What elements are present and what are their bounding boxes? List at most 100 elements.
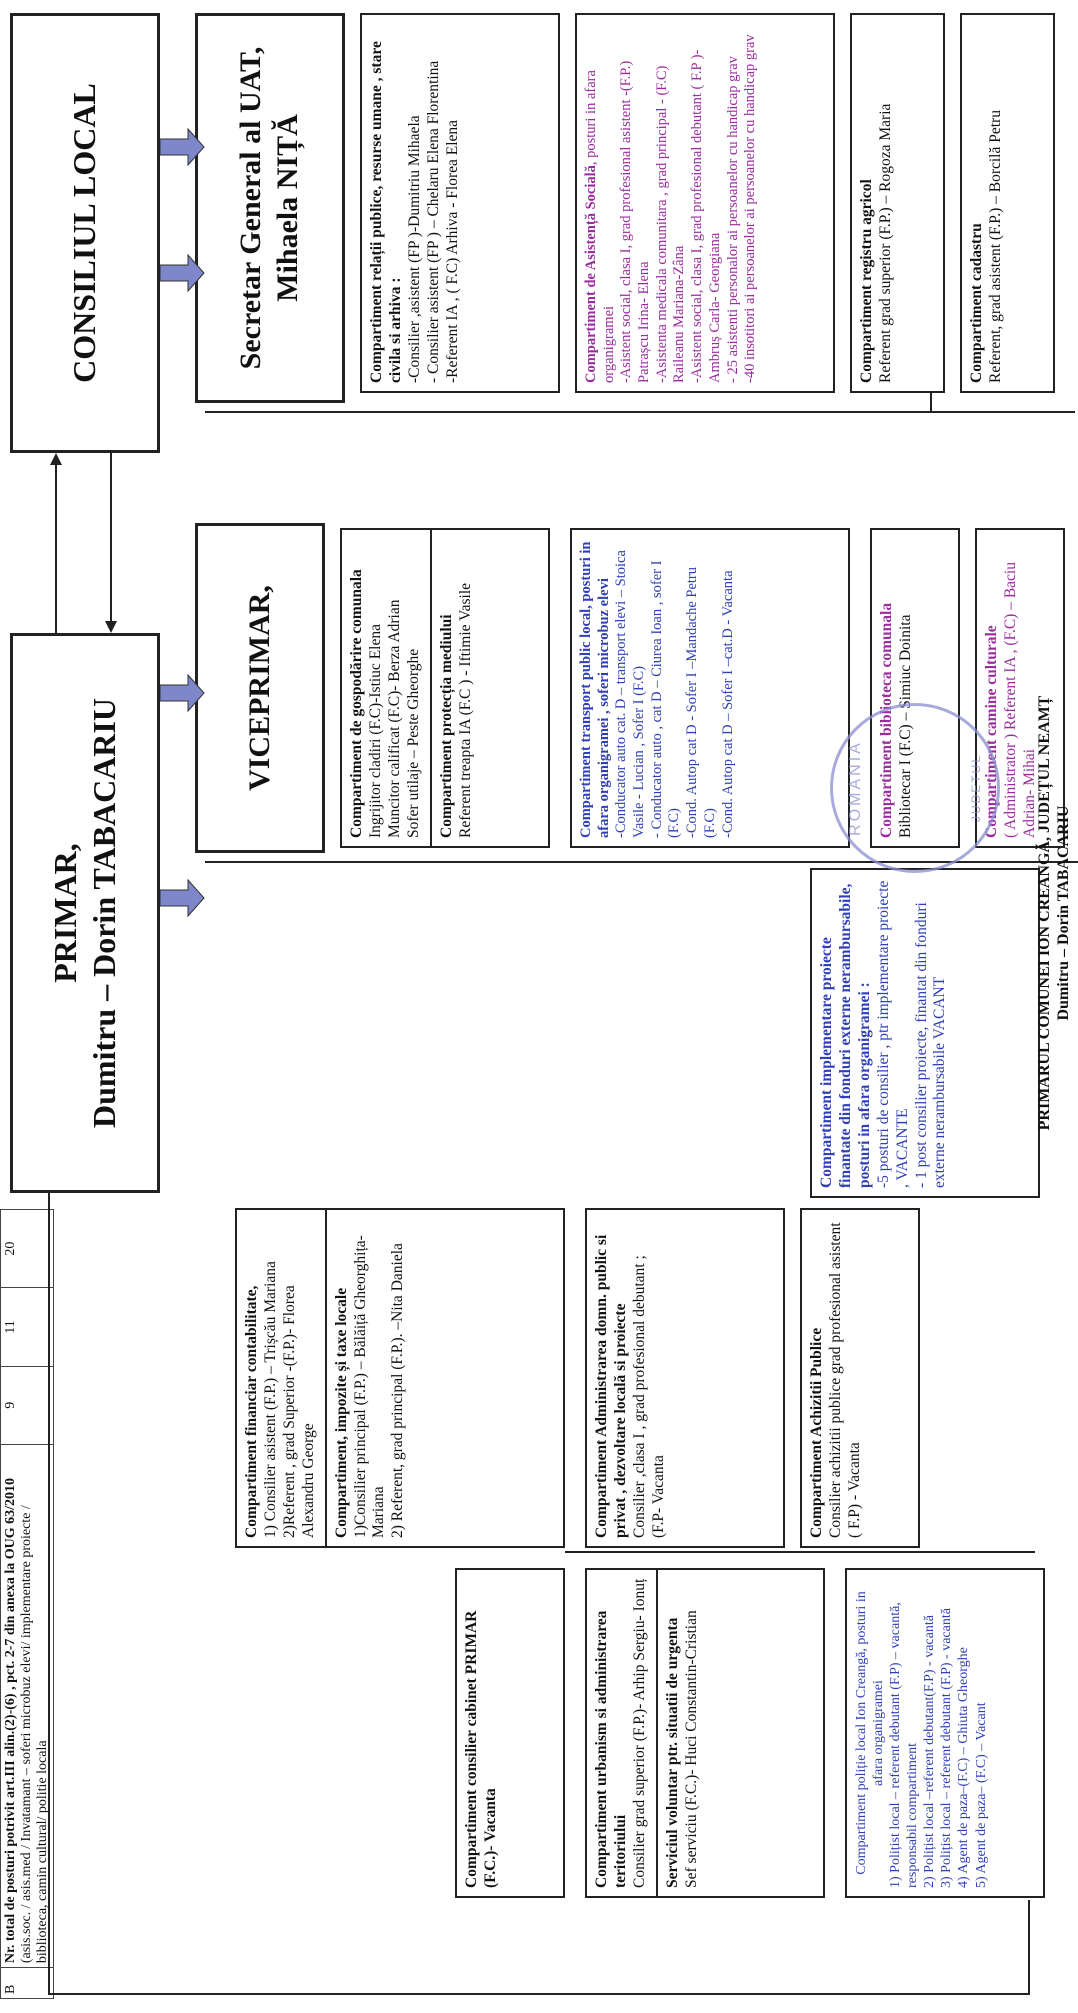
financiar-title: Compartiment financiar contabilitate, xyxy=(243,1285,260,1538)
transport-item: -Conducator auto cat. D – transport elev… xyxy=(613,550,648,838)
fonduri-title: Compartiment implementare proiecte finan… xyxy=(818,883,873,1188)
voluntar-title: Serviciul voluntar ptr. situatii de urge… xyxy=(663,1617,681,1888)
administrarea-title: Compartiment Administrarea domn. public … xyxy=(593,1234,629,1538)
footer-line-1: PRIMARUL COMUNEI ION CREANGĂ, JUDEȚUL NE… xyxy=(1036,695,1053,1131)
asistenta-box: Compartiment de Asistență Socială, postu… xyxy=(575,13,835,393)
cabinet-title: Compartiment consilier cabinet PRIMAR (F… xyxy=(463,1610,499,1888)
table-description-bold: Nr. total de posturi potrivit art.III al… xyxy=(3,1477,18,1964)
urbanism-divider xyxy=(655,1570,658,1896)
transport-item: - Conducator auto , cat D – Ciurea Ioan … xyxy=(648,560,683,838)
gospodarire-item: Muncitor calificat (F.C)- Berza Adrian xyxy=(385,599,403,839)
relatii-item: -Referent IA , ( F.C) Arhiva - Florea El… xyxy=(443,119,461,383)
financiar-box: Compartiment financiar contabilitate, 1)… xyxy=(235,1208,565,1548)
table-description-normal: (asis.soc. / asis.med / Invatamant – sof… xyxy=(19,1505,50,1964)
politie-title: Compartiment poliție local Ion Creangă, … xyxy=(854,1591,887,1875)
connector-financiar xyxy=(565,1551,1035,1553)
transport-item: -Cond. Autop cat D – Sofer I –cat.D - Va… xyxy=(719,570,736,838)
achizitii-box: Compartiment Achizitii Publice Consilier… xyxy=(800,1208,920,1548)
connector-primar-consiliu-top xyxy=(55,465,57,633)
transport-title: Compartiment transport public local, pos… xyxy=(578,541,612,838)
relatii-item: - Consilier asistent (FP ) – Chelaru Ele… xyxy=(424,60,442,383)
politie-item: 5) Agent de paza– (F.C) – Vacant xyxy=(973,1702,989,1888)
connector-secretar-spine xyxy=(205,411,1075,413)
politie-item: 2) Polițist local –referent debutant(F.P… xyxy=(922,1615,938,1888)
connector-primar-consiliu-bottom xyxy=(110,453,112,621)
impozite-item: 1)Consilier principal (F.P.) – Bălăiță G… xyxy=(351,1235,388,1538)
relatii-item: -Consilier ,asistent (FP )-Dumitriu Miha… xyxy=(405,115,423,383)
urbanism-body: Consilier grad superior (F.P.)- Arhip Se… xyxy=(630,1578,648,1888)
secretar-title: Secretar General al UAT, xyxy=(234,46,268,370)
registru-title: Compartiment registru agricol xyxy=(858,179,875,383)
voluntar-body: Sef serviciu (F.C.)- Huci Constantin-Cri… xyxy=(682,1610,700,1888)
achizitii-body: Consilier achizitii publice grad profesi… xyxy=(826,1222,863,1538)
primar-title: PRIMAR, xyxy=(46,843,83,983)
table-value-2: 11 xyxy=(0,1287,54,1367)
mediu-title: Compartiment protecția mediului xyxy=(437,614,455,838)
asistenta-item: -Asistent social, clasa I, grad profesio… xyxy=(689,49,723,383)
secretar-name: Mihaela NIȚĂ xyxy=(271,114,304,302)
stamp-text-bottom: JUDETUL xyxy=(969,754,983,823)
footer-line-2: Dumitru – Dorin TABACARIU xyxy=(1055,805,1073,1021)
asistenta-item: - 25 asistenti personalor ai persoanelor… xyxy=(724,56,741,383)
financiar-divider xyxy=(324,1210,327,1546)
gospodarire-divider xyxy=(429,530,432,846)
cabinet-box: Compartiment consilier cabinet PRIMAR (F… xyxy=(455,1568,565,1898)
politie-item: 3) Polițist local – referent debutant (F… xyxy=(939,1608,955,1888)
stamp-text-top: ROMANIA xyxy=(847,740,864,836)
fat-arrow-primar-down xyxy=(160,878,205,918)
cadastru-title: Compartiment cadastru xyxy=(968,223,985,383)
table-row-label: B xyxy=(0,1967,54,1999)
viceprimar-title: VICEPRIMAR, xyxy=(242,585,276,791)
administrarea-box: Compartiment Administrarea domn. public … xyxy=(585,1208,785,1548)
achizitii-title: Compartiment Achizitii Publice xyxy=(808,1327,825,1538)
consiliu-local-title: CONSILIUL LOCAL xyxy=(66,83,103,383)
arrow-to-consiliu xyxy=(50,453,62,465)
financiar-item: 1) Consilier asistent (F.P.) – Trișcău M… xyxy=(261,1261,279,1538)
gospodarire-title: Compartiment de gospodărire comunala xyxy=(348,569,365,838)
financiar-item: 2)Referent , grad Superior -(F.P.)- Flor… xyxy=(280,1285,317,1538)
transport-box: Compartiment transport public local, pos… xyxy=(570,528,850,848)
politie-item: 4) Agent de paza–(F.C) – Ghiuta Gheorghe xyxy=(956,1647,972,1888)
impozite-item: 2) Referent, grad principal (F.P.). –Nit… xyxy=(389,1243,407,1538)
asistenta-item: -40 insotitori ai persoanelor ai persoan… xyxy=(742,34,759,383)
secretar-box: Secretar General al UAT, Mihaela NIȚĂ xyxy=(195,13,345,403)
relatii-title: Compartiment relații publice, resurse um… xyxy=(368,41,404,383)
impozite-title: Compartiment, impozite și taxe locale xyxy=(332,1287,350,1538)
footer-signature: PRIMARUL COMUNEI ION CREANGĂ, JUDEȚUL NE… xyxy=(1035,513,1073,1313)
administrarea-body: Consilier ,clasa I , grad profesional de… xyxy=(630,1255,648,1538)
fonduri-box: Compartiment implementare proiecte finan… xyxy=(810,868,1040,1198)
primar-box: PRIMAR, Dumitru – Dorin TABACARIU xyxy=(10,633,160,1193)
asistenta-item: -Asistenta medicala comunitara , grad pr… xyxy=(653,65,688,383)
cadastru-body: Referent, grad asistent (F.P.) – Borcilă… xyxy=(986,110,1004,383)
viceprimar-box: VICEPRIMAR, xyxy=(195,523,325,853)
politie-box: Compartiment poliție local Ion Creangă, … xyxy=(845,1568,1045,1898)
primar-name: Dumitru – Dorin TABACARIU xyxy=(86,698,122,1128)
asistenta-item: -Asistent social, clasa I, grad profesio… xyxy=(618,60,653,383)
registru-body: Referent grad superior (F.P.) – Rogoza M… xyxy=(876,103,894,383)
gospodarire-item: Ingrijitor cladiri (F.C)-Istiuc Elena xyxy=(366,624,384,838)
consiliu-local-box: CONSILIUL LOCAL xyxy=(10,13,160,453)
relatii-box: Compartiment relații publice, resurse um… xyxy=(360,13,560,393)
fat-arrow-viceprimar xyxy=(160,673,205,713)
fat-arrow-secretar xyxy=(160,253,205,293)
mediu-body: Referent treapta IA (F.C ) - Iftimie Vas… xyxy=(456,582,474,838)
registru-box: Compartiment registru agricol Referent g… xyxy=(850,13,945,393)
fonduri-item: -5 posturi de consilier , ptr implementa… xyxy=(874,880,911,1188)
connector-left-bottom xyxy=(1028,1900,1030,1995)
arrow-to-primar xyxy=(105,621,117,633)
connector-left-spine xyxy=(48,1993,1028,1995)
connector-left-top xyxy=(48,1193,50,1995)
table-value-3: 20 xyxy=(0,1209,54,1288)
asistenta-title: Compartiment de Asistență Socială xyxy=(583,165,599,383)
posts-count-table: B Nr. total de posturi potrivit art.III … xyxy=(0,1199,54,1999)
gospodarire-item: Sofer utilaje – Peste Gheorghe xyxy=(404,648,422,838)
fat-arrow-consiliu-secretar xyxy=(160,127,205,167)
official-stamp: ROMANIA JUDETUL xyxy=(830,703,1000,873)
urbanism-title: Compartiment urbanism si administrarea t… xyxy=(593,1610,629,1888)
transport-item: -Cond. Autop cat D - Sofer I –Mandache P… xyxy=(684,566,718,838)
politie-item: 1) Polițist local – referent debutant (F… xyxy=(888,1602,921,1888)
urbanism-voluntar-box: Compartiment urbanism si administrarea t… xyxy=(585,1568,825,1898)
table-value-1: 9 xyxy=(0,1366,54,1445)
fonduri-item: - 1 post consilier proiecte, finantat di… xyxy=(912,902,949,1188)
